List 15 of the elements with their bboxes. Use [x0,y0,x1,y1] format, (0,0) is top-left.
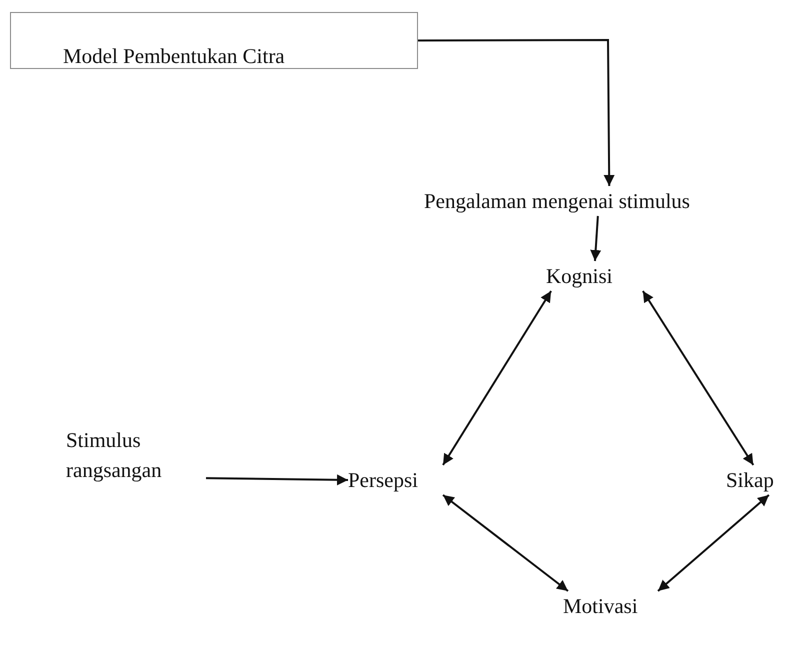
title-box [10,12,418,69]
arrow [657,494,770,592]
concept-label: Sikap [726,467,775,494]
arrow [442,494,569,592]
arrow [642,290,754,466]
process-label: Pengalaman mengenai stimulus [424,188,691,215]
arrow [418,39,615,186]
concept-label: Kognisi [546,263,614,290]
arrow [442,290,552,466]
input-label: Stimulus rangsangan [66,427,163,484]
concept-label: Motivasi [563,593,639,620]
concept-label: Persepsi [348,467,419,494]
arrow [206,474,348,486]
arrow [590,216,602,262]
title-text: Model Pembentukan Citra [63,43,286,70]
